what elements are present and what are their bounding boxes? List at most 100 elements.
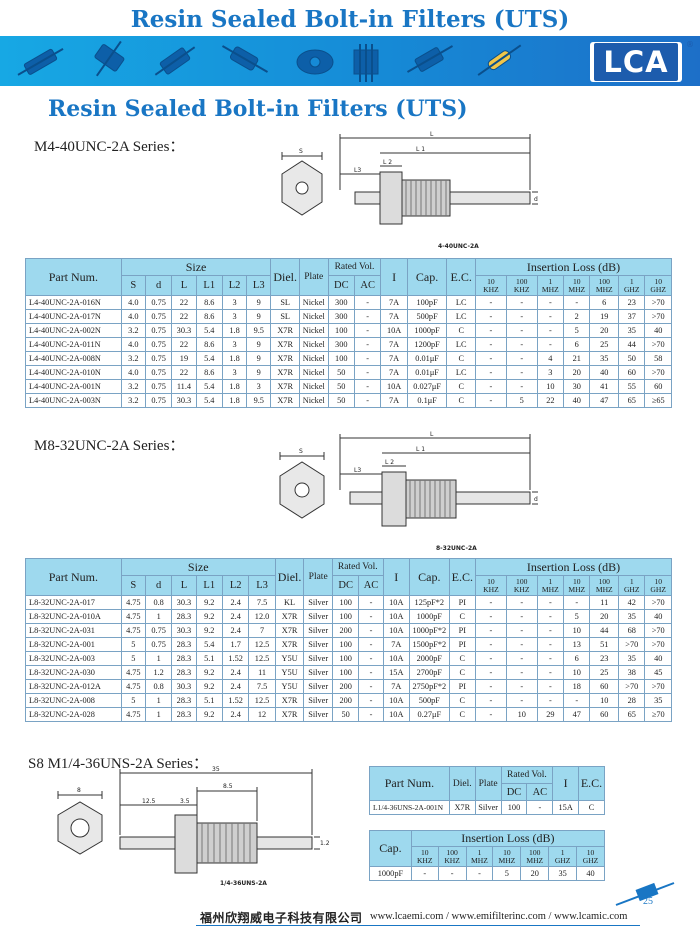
table-cell: -	[505, 693, 538, 708]
header-band	[0, 36, 700, 86]
table-cell: 65	[618, 707, 646, 722]
table-cell: 100	[331, 651, 360, 666]
table-cell: 28	[618, 693, 646, 708]
table-cell: -	[505, 665, 538, 680]
table-cell: 5.1	[195, 693, 223, 708]
table-cell: PI	[448, 595, 477, 610]
table-cell: -	[505, 351, 538, 366]
table-cell: 40	[644, 609, 672, 624]
table-cell: 7A	[380, 393, 408, 408]
table-cell: 10A	[382, 707, 411, 722]
th-l3: L3	[248, 575, 276, 596]
table-cell: 1000pF	[406, 323, 448, 338]
table-cell: 20	[589, 323, 620, 338]
th-d: d	[144, 575, 173, 596]
table-cell: -	[475, 393, 507, 408]
table-cell: 11	[589, 595, 620, 610]
registered-mark: ®	[686, 40, 694, 49]
table-cell: -	[536, 337, 565, 352]
table-cell: 40	[644, 651, 672, 666]
part-number-cell: L8-32UNC-2A-031	[25, 623, 122, 638]
table-cell: 0.75	[144, 393, 173, 408]
table-cell: -	[536, 295, 565, 310]
table-cell: 4	[536, 351, 565, 366]
table-cell: -	[536, 651, 565, 666]
th-l: L	[171, 275, 197, 296]
table-cell: -	[505, 623, 538, 638]
dim-l2-label: L 2	[385, 459, 394, 466]
table-cell: -	[505, 651, 538, 666]
dim-12-label: 1.2	[320, 840, 330, 847]
table-cell: 10	[563, 665, 591, 680]
table-cell: X7R	[274, 637, 305, 652]
table-cell: 38	[618, 665, 646, 680]
table-cell: 37	[618, 309, 646, 324]
footer-urls: www.lcaemi.com / www.emifilterinc.com / …	[370, 911, 628, 922]
table-cell: 22	[171, 295, 197, 310]
table-cell: 35	[644, 693, 672, 708]
th-rated-vol: Rated Vol.	[331, 558, 384, 576]
table-cell: 7A	[380, 295, 408, 310]
table-cell: 7A	[380, 337, 408, 352]
table-cell: -	[536, 623, 565, 638]
table-cell: 5.4	[195, 323, 223, 338]
table-cell: 7	[248, 623, 276, 638]
th-diel: Diel.	[448, 766, 476, 801]
table-cell: 3	[221, 365, 248, 380]
table-cell: Nickel	[298, 365, 329, 380]
table-cell: 1.7	[221, 637, 250, 652]
table-cell: ≥65	[644, 393, 672, 408]
dim-35-label: 35	[212, 766, 220, 773]
table-cell: 8.6	[195, 309, 223, 324]
th-cap: Cap.	[406, 258, 448, 296]
th-l1: L1	[195, 275, 223, 296]
table-cell: 30.3	[171, 595, 197, 610]
thread-label: 4-40UNC-2A	[438, 243, 479, 250]
table-cell: 22	[171, 309, 197, 324]
th-i: I	[552, 766, 580, 801]
thread-label: 1/4-36UNS-2A	[220, 880, 267, 887]
table-cell: 60	[618, 365, 646, 380]
th-plate: Plate	[474, 766, 502, 801]
table-cell: -	[505, 637, 538, 652]
dim-d-label: d	[534, 496, 538, 503]
dim-85-label: 8.5	[223, 783, 233, 790]
table-cell: -	[353, 309, 382, 324]
table-cell: 10	[589, 693, 620, 708]
table-cell: 10A	[382, 609, 411, 624]
table-cell: Nickel	[298, 309, 329, 324]
th-l2: L2	[221, 275, 248, 296]
table-cell: 22	[536, 393, 565, 408]
table-cell: 0.75	[144, 337, 173, 352]
table-cell: 200	[331, 623, 360, 638]
th-dc: DC	[500, 783, 528, 801]
dim-l2-label: L 2	[383, 159, 392, 166]
dim-d-label: d	[534, 196, 538, 203]
part-number-cell: L8-32UNC-2A-017	[25, 595, 122, 610]
table-cell: 1	[144, 609, 173, 624]
table-cell: 100	[331, 595, 360, 610]
part-number-cell: L8-32UNC-2A-001	[25, 637, 122, 652]
table-cell: 0.1μF	[406, 393, 448, 408]
table-cell: -	[475, 323, 507, 338]
table-row: L1/4-36UNS-2A-001N X7R Silver 100 - 15A …	[369, 800, 605, 815]
table-cell: SL	[270, 309, 300, 324]
table-cell: 7A	[382, 679, 411, 694]
table-cell: 2.4	[221, 665, 250, 680]
th-ec: E.C.	[446, 258, 477, 296]
table-cell: -	[536, 665, 565, 680]
table-cell: C	[446, 393, 477, 408]
table-cell: 10A	[382, 651, 411, 666]
table-cell: 10	[563, 623, 591, 638]
table-cell: -	[563, 595, 591, 610]
part-number-cell: L4-40UNC-2A-001N	[25, 379, 122, 394]
table-cell: 4.75	[120, 679, 146, 694]
table-cell: Silver	[303, 693, 333, 708]
